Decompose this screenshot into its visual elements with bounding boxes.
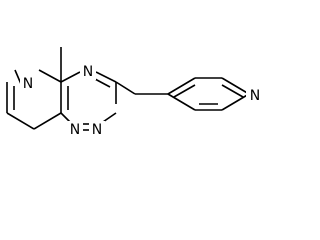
atom-n-ring-top: N [83, 64, 93, 80]
bond-triazine-top-left [60, 71, 81, 83]
bond-triazine-top-right [95, 71, 117, 83]
bond-pyridyl-lower-left [167, 93, 196, 111]
bond-pyridine-bottom-right [33, 112, 62, 130]
bond-pyridyl-right-upper [221, 77, 250, 95]
atom-n-pyridyl: N [250, 88, 260, 104]
bond-pyridine-bottom-left [6, 112, 35, 130]
atom-labels: N N N N N [20, 63, 264, 138]
bond-pyridyl-upper-left-inner [173, 84, 196, 98]
bond-pyridyl-right-upper-inner [221, 84, 244, 98]
atom-n-ring-bottom-right: N [92, 122, 102, 138]
bond-triazine-top-right-inner [94, 78, 111, 88]
atom-n-pyridine-left: N [23, 76, 33, 92]
molecule-structure: N N N N N [6, 47, 264, 138]
bond-pyridyl-upper-left [167, 77, 196, 95]
bond-pyridyl-right-lower [221, 93, 250, 111]
bond-linker [115, 81, 136, 95]
bonds [6, 47, 250, 131]
atom-n-ring-bottom-left: N [70, 122, 80, 138]
bond-pyridine-top-right [38, 69, 62, 83]
